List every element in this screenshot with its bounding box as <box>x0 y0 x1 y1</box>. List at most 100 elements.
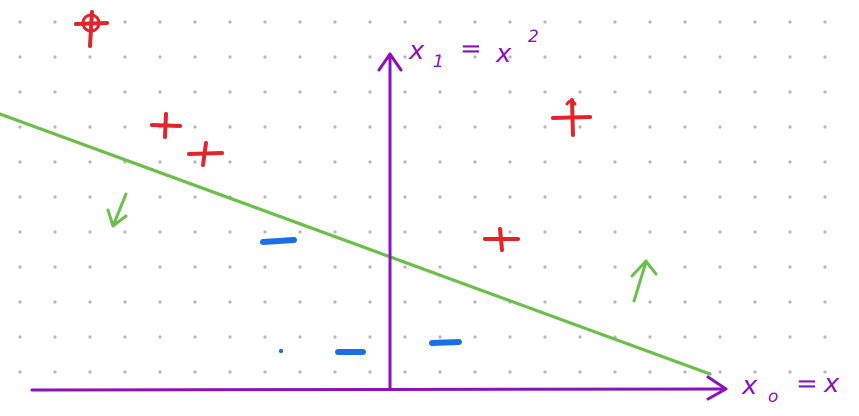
grid-dot <box>298 90 302 94</box>
grid-dot <box>543 90 547 94</box>
grid-dot <box>158 300 162 304</box>
grid-dot <box>298 20 302 24</box>
grid-dot <box>193 265 197 269</box>
grid-dot <box>368 90 372 94</box>
grid-dot <box>613 265 617 269</box>
grid-dot <box>88 335 92 339</box>
grid-dot <box>403 125 407 129</box>
grid-dot <box>333 90 337 94</box>
grid-dot <box>403 20 407 24</box>
grid-dot <box>473 125 477 129</box>
grid-dot <box>298 335 302 339</box>
grid-dot <box>18 300 22 304</box>
grid-dot <box>648 90 652 94</box>
grid-dot <box>508 55 512 59</box>
grid-dot <box>228 160 232 164</box>
grid-dot <box>543 160 547 164</box>
grid-dot <box>298 55 302 59</box>
grid-dot <box>158 160 162 164</box>
grid-dot <box>88 55 92 59</box>
grid-dot <box>193 55 197 59</box>
grid-dot <box>333 265 337 269</box>
grid-dot <box>473 20 477 24</box>
grid-dot <box>368 265 372 269</box>
grid-dot <box>228 265 232 269</box>
grid-dot <box>753 160 757 164</box>
grid-dot <box>333 230 337 234</box>
grid-dot <box>53 20 57 24</box>
grid-dot <box>543 195 547 199</box>
grid-dot <box>788 265 792 269</box>
horizontal-axis-var: x <box>741 371 758 401</box>
grid-dot <box>368 125 372 129</box>
vertical-axis-label: x 1 = x 2 <box>408 27 539 72</box>
grid-dot <box>403 265 407 269</box>
grid-dot <box>543 230 547 234</box>
grid-dot <box>648 160 652 164</box>
grid-dot <box>683 230 687 234</box>
grid-dot <box>193 300 197 304</box>
grid-dot <box>88 125 92 129</box>
grid-dot <box>613 230 617 234</box>
grid-dot <box>823 300 827 304</box>
grid-dot <box>193 230 197 234</box>
grid-dot <box>753 265 757 269</box>
grid-dot <box>228 335 232 339</box>
grid-dot <box>18 20 22 24</box>
grid-dot <box>123 90 127 94</box>
grid-dot <box>438 300 442 304</box>
grid-dot <box>263 20 267 24</box>
grid-dot <box>298 230 302 234</box>
grid-dot <box>648 370 652 374</box>
grid-dot <box>508 195 512 199</box>
grid-dot <box>158 370 162 374</box>
positive-mark <box>74 10 109 48</box>
grid-dot <box>578 230 582 234</box>
grid-dot <box>753 55 757 59</box>
grid-dot <box>648 55 652 59</box>
grid-dot <box>683 265 687 269</box>
grid-dot <box>718 195 722 199</box>
grid-dot <box>228 230 232 234</box>
negative-marks <box>260 237 462 355</box>
grid-dot <box>228 300 232 304</box>
grid-dot <box>473 335 477 339</box>
grid-dot <box>298 370 302 374</box>
grid-dot <box>438 20 442 24</box>
grid-dot <box>438 265 442 269</box>
grid-dot <box>123 55 127 59</box>
grid-dot <box>473 265 477 269</box>
grid-dot <box>263 90 267 94</box>
grid-dot <box>403 335 407 339</box>
grid-dot <box>438 90 442 94</box>
vertical-axis-eq: = <box>460 34 482 64</box>
grid-dot <box>683 55 687 59</box>
negative-dot <box>278 348 284 354</box>
grid-dot <box>823 20 827 24</box>
grid-dot <box>683 90 687 94</box>
negative-mark <box>260 237 297 245</box>
grid-dot <box>578 370 582 374</box>
grid-dot <box>368 20 372 24</box>
grid-dot <box>473 90 477 94</box>
grid-dot <box>88 265 92 269</box>
grid-dot <box>438 370 442 374</box>
grid-dot <box>88 90 92 94</box>
grid-dot <box>823 230 827 234</box>
grid-dot <box>543 20 547 24</box>
vertical-axis-sub: 1 <box>433 52 444 72</box>
grid-dot <box>438 335 442 339</box>
negative-mark <box>429 339 462 346</box>
positive-mark <box>187 141 224 167</box>
grid-dot <box>333 125 337 129</box>
grid-dot <box>578 125 582 129</box>
grid-dot <box>683 195 687 199</box>
grid-dot <box>368 195 372 199</box>
grid-dot <box>228 125 232 129</box>
grid-dot <box>158 195 162 199</box>
grid-dot <box>193 195 197 199</box>
grid-dot <box>613 20 617 24</box>
grid-dot <box>438 160 442 164</box>
horizontal-axis-label: x o = x <box>741 369 840 407</box>
